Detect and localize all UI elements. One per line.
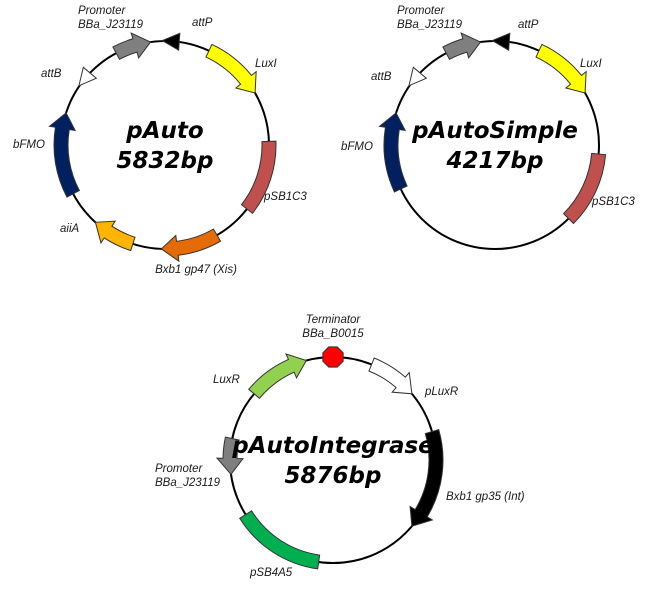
feature-label-line: BBa_J23119 [397, 19, 463, 31]
feature-label-line: LuxI [255, 58, 278, 70]
feature-pluxr-arrow [368, 357, 413, 395]
feature-label-attp: attP [192, 17, 213, 29]
feature-aiia-arrow [94, 220, 136, 252]
feature-label-line: Promoter [397, 5, 445, 17]
plasmid-size: 4217bp [446, 148, 544, 174]
feature-label-line: LuxR [213, 374, 240, 386]
feature-luxr-arrow [248, 353, 308, 399]
feature-bxb1-gp35-int-arrow [409, 429, 444, 527]
feature-attp-triangle [491, 32, 511, 52]
feature-luxi-arrow [535, 43, 587, 94]
feature-label-attb: attB [371, 71, 392, 83]
feature-promoter-arrow [112, 32, 152, 61]
feature-label-line: attP [518, 19, 539, 31]
feature-label-line: bFMO [341, 141, 373, 153]
feature-label-line: Promoter [78, 5, 126, 17]
feature-label-line: attP [192, 17, 213, 29]
feature-label-luxi: LuxI [580, 58, 603, 70]
plasmid-title: pAuto [125, 118, 203, 144]
feature-label-psb1c3: pSB1C3 [263, 191, 307, 203]
feature-label-line: bFMO [13, 139, 45, 151]
feature-label-line: pSB1C3 [591, 196, 635, 208]
feature-label-attb: attB [41, 68, 62, 80]
feature-label-attp: attP [518, 19, 539, 31]
feature-label-line: BBa_J23119 [78, 19, 144, 31]
feature-bfmo-arrow [48, 112, 81, 198]
plasmid-title: pAutoSimple [411, 118, 578, 144]
feature-label-line: LuxI [580, 58, 603, 70]
feature-label-luxi: LuxI [255, 58, 278, 70]
plasmid-title: pAutoIntegrase [231, 433, 434, 459]
feature-psb1c3-block [240, 140, 277, 215]
feature-label-line: Terminator [306, 314, 362, 326]
feature-label-aiia: aiiA [60, 223, 80, 235]
plasmid-size: 5876bp [285, 463, 382, 489]
feature-attb-triangle [408, 66, 428, 87]
feature-label-line: Bxb1 gp47 (Xis) [155, 264, 237, 276]
feature-promoter-arrow [442, 32, 482, 61]
feature-label-line: pSB1C3 [263, 191, 307, 203]
feature-label-line: Promoter [155, 463, 203, 475]
feature-label-psb1c3: pSB1C3 [591, 196, 635, 208]
feature-label-line: aiiA [60, 223, 80, 235]
feature-psb1c3-block [562, 152, 607, 225]
feature-label-line: attB [41, 68, 62, 80]
feature-label-line: pSB4A5 [249, 567, 293, 579]
feature-label-line: Bxb1 gp35 (Int) [446, 491, 525, 503]
feature-psb4a5-block [239, 510, 321, 570]
feature-bxb1-gp47-xis-arrow [160, 228, 222, 263]
feature-terminator-octagon [322, 346, 344, 368]
feature-label-bfmo: bFMO [341, 141, 373, 153]
plasmid-size: 5832bp [117, 148, 214, 174]
feature-promoter-arrow [215, 436, 245, 476]
feature-label-bxb1-gp47-xis: Bxb1 gp47 (Xis) [155, 264, 237, 276]
feature-label-bxb1-gp35-int: Bxb1 gp35 (Int) [446, 491, 525, 503]
feature-label-line: attB [371, 71, 392, 83]
feature-label-psb4a5: pSB4A5 [249, 567, 293, 579]
feature-bfmo-arrow [378, 112, 408, 193]
feature-label-luxr: LuxR [213, 374, 240, 386]
feature-label-line: pLuxR [424, 386, 458, 398]
feature-label-bfmo: bFMO [13, 139, 45, 151]
feature-attb-triangle [78, 66, 98, 87]
feature-label-line: BBa_B0015 [302, 328, 364, 340]
feature-attp-triangle [161, 32, 181, 52]
feature-luxi-arrow [205, 43, 257, 94]
feature-label-line: BBa_J23119 [155, 477, 221, 489]
feature-label-pluxr: pLuxR [424, 386, 458, 398]
